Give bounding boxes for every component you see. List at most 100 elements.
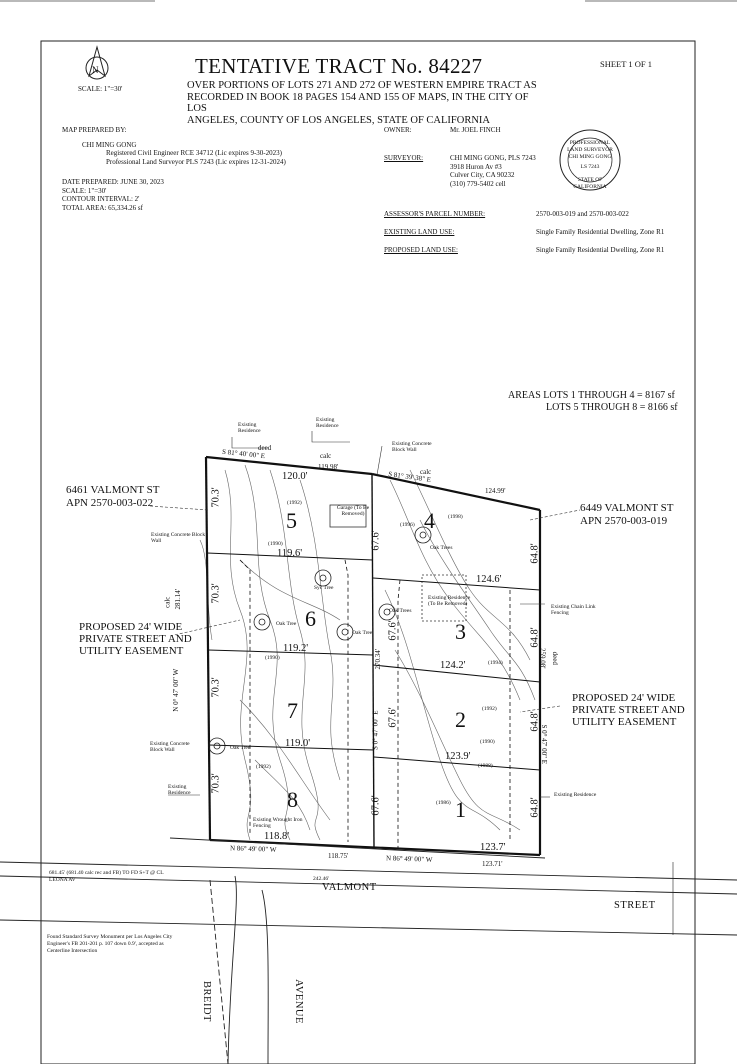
proposed-use-label: PROPOSED LAND USE: [384,246,458,254]
contour-1992: (1992) [287,500,302,506]
calc-left-value: 281.14' [174,588,183,610]
street-distance: 242.46' [313,876,330,882]
tract-subtitle: OVER PORTIONS OF LOTS 271 AND 272 OF WES… [187,80,537,126]
dim-lot3: 124.2' [440,660,466,671]
areas-line-1: AREAS LOTS 1 THROUGH 4 = 8167 sf [508,390,675,401]
note-existing-residence-2: Existing Residence [316,417,339,429]
contour-1998: (1998) [448,514,463,520]
note-existing-residence-3: Existing Residence [168,784,191,796]
note-wrought-iron: Existing Wrought Iron Fencing [253,817,303,829]
right-length: 259.08' [538,647,547,669]
top-dim-right: 124.99' [485,487,506,495]
lot-3: 3 [455,619,466,644]
contour-1994: (1994) [488,660,503,666]
contour-1988: (1988) [478,763,493,769]
surveyor-seal-icon [559,129,621,191]
contour-1992c: (1992) [256,764,271,770]
right-bearing: S 0° 47' 00" E [540,724,549,765]
svg-text:N: N [92,65,99,75]
note-oak-tree-b: Oak Tree [352,630,373,636]
calc-label-mid: calc [320,452,332,460]
tract-title: TENTATIVE TRACT No. 84227 [195,54,483,78]
contour-1996: (1996) [400,522,415,528]
dim-lot6: 119.2' [283,643,309,654]
areas-line-2: LOTS 5 THROUGH 8 = 8166 sf [546,402,678,413]
surveyor-info: CHI MING GONG, PLS 7243 3918 Huron Av #3… [450,154,536,188]
contour-1990c: (1990) [265,655,280,661]
dim-lot1: 123.7' [480,842,506,853]
note-oak-tree-a: Oak Tree [276,621,297,627]
contour-1990a: (1990) [268,541,283,547]
dim-left-b: 70.3' [210,583,222,604]
note-oak-tree-c: Oak Tree [230,745,251,751]
street-label-breidt: BREIDT [200,981,212,1022]
note-existing-residence-4: Existing Residence [554,792,597,798]
dim-lot5: 119.6' [277,548,303,559]
dim-lot4: 124.6' [476,574,502,585]
dim-mid-c: 67.6' [387,707,399,728]
lot-1: 1 [455,797,466,822]
dim-mid-a: 67.6' [370,530,382,551]
dim-right-a: 64.8' [529,543,541,564]
contour-lines [199,464,536,841]
dim-right-d: 64.8' [529,797,541,818]
prepared-by-block: MAP PREPARED BY: CHI MING GONG Registere… [62,126,286,212]
monument-note: Found Standard Survey Monument per Los A… [47,934,173,954]
note-residence-removed: Existing Residence (To Be Removed) [428,595,471,607]
note-concrete-wall-left: Existing Concrete Block Wall [151,532,206,544]
dim-left-c: 70.3' [210,677,222,698]
surveyor-label: SURVEYOR: [384,154,424,162]
street-label-avenue: AVENUE [292,979,304,1024]
mid-bearing: S 0° 47' 00" E [371,710,380,751]
note-existing-residence-1: Existing Residence [238,422,261,434]
contour-1986: (1986) [436,800,451,806]
bottom-dim-left: 118.75' [328,852,349,860]
calc-left-label: calc [163,596,172,608]
bottom-dim-right: 123.71' [482,860,503,868]
lot-2: 2 [455,707,466,732]
left-bearing: N 0° 47' 00" W [172,668,181,712]
existing-use-value: Single Family Residential Dwelling, Zone… [536,228,665,236]
north-scale-label: SCALE: 1"=30' [78,85,123,93]
dim-lot7: 119.0' [285,738,311,749]
contour-1990b: (1990) [480,739,495,745]
street-label-street: STREET [614,900,656,911]
note-concrete-wall-left-2: Existing Concrete Block Wall [150,741,190,753]
bottom-bearing-right: N 86° 49' 00" W [385,854,433,864]
dim-lot2: 123.9' [445,751,471,762]
survey-distance-note: 681.45' (681.40 calc rec and FB) TO FD S… [49,870,164,883]
street-label-valmont: VALMONT [322,882,377,893]
owner-value: Mr. JOEL FINCH [450,126,501,134]
note-oak-trees-a: Oak Trees [430,545,453,551]
proposed-use-value: Single Family Residential Dwelling, Zone… [536,246,665,254]
sheet-number: SHEET 1 OF 1 [600,59,653,69]
apn-label: ASSESSOR'S PARCEL NUMBER: [384,210,486,218]
lot-5: 5 [286,508,297,533]
note-syc-tree: Syc Tree [314,585,334,591]
top-dim-mid: 119.98' [318,463,339,471]
right-deed: deed [550,651,559,665]
dim-mid-b: 67.6' [387,620,399,641]
lot-6: 6 [305,606,316,631]
top-dim-left: 120.0' [282,471,308,482]
deed-label: deed [258,444,272,452]
apn-value: 2570-003-019 and 2570-003-022 [536,210,629,218]
dim-mid-d: 67.6' [370,795,382,816]
bottom-bearing-left: N 86° 49' 00" W [229,844,277,854]
lot-4: 4 [424,508,435,533]
dim-lot8: 118.8' [264,831,290,842]
dim-left-a: 70.3' [210,487,222,508]
contour-1992b: (1992) [482,706,497,712]
note-concrete-wall-top: Existing Concrete Block Wall [392,441,432,453]
north-arrow-icon: N [85,45,109,80]
note-chain-link: Existing Chain Link Fencing [551,604,596,616]
lot-8: 8 [287,787,298,812]
tract-boundary [204,455,542,857]
note-garage: Garage (To Be Removed) [336,505,370,517]
mid-length: 270.34' [374,648,383,670]
